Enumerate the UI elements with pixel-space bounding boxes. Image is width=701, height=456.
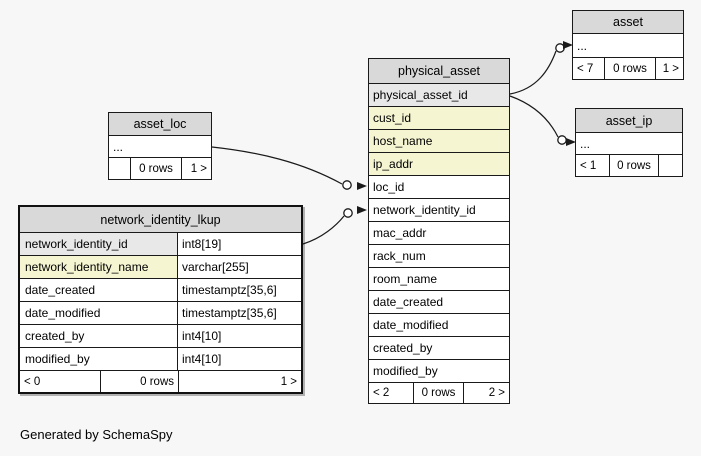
asset-row-count: 0 rows xyxy=(604,58,655,79)
table-asset-ip-hidden-columns: ... xyxy=(576,133,682,155)
column-modified-by[interactable]: modified_by xyxy=(369,360,509,383)
physical-asset-pager-next[interactable]: 2 > xyxy=(463,383,509,403)
asset-loc-pager-prev[interactable] xyxy=(109,158,130,179)
table-network-identity-lkup-title[interactable]: network_identity_lkup xyxy=(20,207,301,233)
physical-asset-row-count: 0 rows xyxy=(413,383,463,403)
table-network-identity-lkup[interactable]: network_identity_lkup network_identity_i… xyxy=(18,205,303,394)
column-name[interactable]: date_created xyxy=(20,279,178,301)
asset-pager-next[interactable]: 1 > xyxy=(655,58,683,79)
column-name[interactable]: network_identity_id xyxy=(20,233,178,255)
table-asset-loc-hidden-columns: ... xyxy=(109,136,211,158)
asset-ip-row-count: 0 rows xyxy=(609,155,658,176)
relationship-arrowhead xyxy=(357,206,367,214)
relationship-line-asset-loc-to-loc-id xyxy=(211,146,343,185)
asset-loc-pager-next[interactable]: 1 > xyxy=(181,158,211,179)
column-name[interactable]: modified_by xyxy=(20,348,178,370)
table-asset-loc-title[interactable]: asset_loc xyxy=(109,113,211,136)
column-name[interactable]: created_by xyxy=(20,325,178,347)
column-type: timestamptz[35,6] xyxy=(178,302,301,324)
column-room-name[interactable]: room_name xyxy=(369,268,509,291)
relationship-endpoint-circle xyxy=(557,135,567,145)
relationship-endpoint-circle xyxy=(343,208,353,218)
table-physical-asset-title[interactable]: physical_asset xyxy=(369,59,509,84)
network-identity-lkup-pager-next[interactable]: 1 > xyxy=(178,371,301,392)
column-name[interactable]: date_modified xyxy=(20,302,178,324)
column-name[interactable]: network_identity_name xyxy=(20,256,178,278)
column-date-modified[interactable]: date_modified timestamptz[35,6] xyxy=(20,302,301,325)
relationship-endpoint-circle xyxy=(555,43,565,53)
physical-asset-pager-prev[interactable]: < 2 xyxy=(373,387,390,399)
column-date-created[interactable]: date_created timestamptz[35,6] xyxy=(20,279,301,302)
column-host-name[interactable]: host_name xyxy=(369,130,509,153)
relationship-line-lkup-to-network-identity-id xyxy=(302,215,345,245)
asset-ip-pager-prev[interactable]: < 1 xyxy=(580,159,597,172)
relationship-line-physical-asset-to-asset-ip xyxy=(509,95,559,138)
table-asset-title[interactable]: asset xyxy=(573,11,683,34)
column-date-created[interactable]: date_created xyxy=(369,291,509,314)
table-asset[interactable]: asset ... < 7 0 rows 1 > xyxy=(572,10,684,80)
column-type: int8[19] xyxy=(178,233,301,255)
relationship-line-physical-asset-to-asset xyxy=(509,50,557,95)
table-asset-loc[interactable]: asset_loc ... 0 rows 1 > xyxy=(108,112,212,180)
network-identity-lkup-pager-prev[interactable]: < 0 xyxy=(24,375,41,388)
column-cust-id[interactable]: cust_id xyxy=(369,107,509,130)
generated-by-note: Generated by SchemaSpy xyxy=(20,427,173,442)
column-mac-addr[interactable]: mac_addr xyxy=(369,222,509,245)
column-network-identity-name[interactable]: network_identity_name varchar[255] xyxy=(20,256,301,279)
column-physical-asset-id[interactable]: physical_asset_id xyxy=(369,84,509,107)
relationship-arrowhead xyxy=(357,182,367,190)
column-type: int4[10] xyxy=(178,348,301,370)
column-date-modified[interactable]: date_modified xyxy=(369,314,509,337)
column-ip-addr[interactable]: ip_addr xyxy=(369,153,509,176)
table-asset-ip-title[interactable]: asset_ip xyxy=(576,109,682,133)
column-rack-num[interactable]: rack_num xyxy=(369,245,509,268)
table-physical-asset[interactable]: physical_asset physical_asset_id cust_id… xyxy=(368,58,510,404)
column-type: int4[10] xyxy=(178,325,301,347)
asset-ip-pager-next[interactable] xyxy=(658,155,682,176)
table-asset-ip[interactable]: asset_ip ... < 1 0 rows xyxy=(575,108,683,177)
column-type: varchar[255] xyxy=(178,256,301,278)
column-network-identity-id[interactable]: network_identity_id xyxy=(369,199,509,222)
table-asset-hidden-columns: ... xyxy=(573,34,683,58)
network-identity-lkup-row-count: 0 rows xyxy=(100,371,178,392)
column-created-by[interactable]: created_by int4[10] xyxy=(20,325,301,348)
asset-pager-prev[interactable]: < 7 xyxy=(577,62,594,75)
column-modified-by[interactable]: modified_by int4[10] xyxy=(20,348,301,371)
column-created-by[interactable]: created_by xyxy=(369,337,509,360)
column-loc-id[interactable]: loc_id xyxy=(369,176,509,199)
relationship-endpoint-circle xyxy=(342,180,352,190)
column-type: timestamptz[35,6] xyxy=(178,279,301,301)
column-network-identity-id[interactable]: network_identity_id int8[19] xyxy=(20,233,301,256)
asset-loc-row-count: 0 rows xyxy=(130,158,181,179)
